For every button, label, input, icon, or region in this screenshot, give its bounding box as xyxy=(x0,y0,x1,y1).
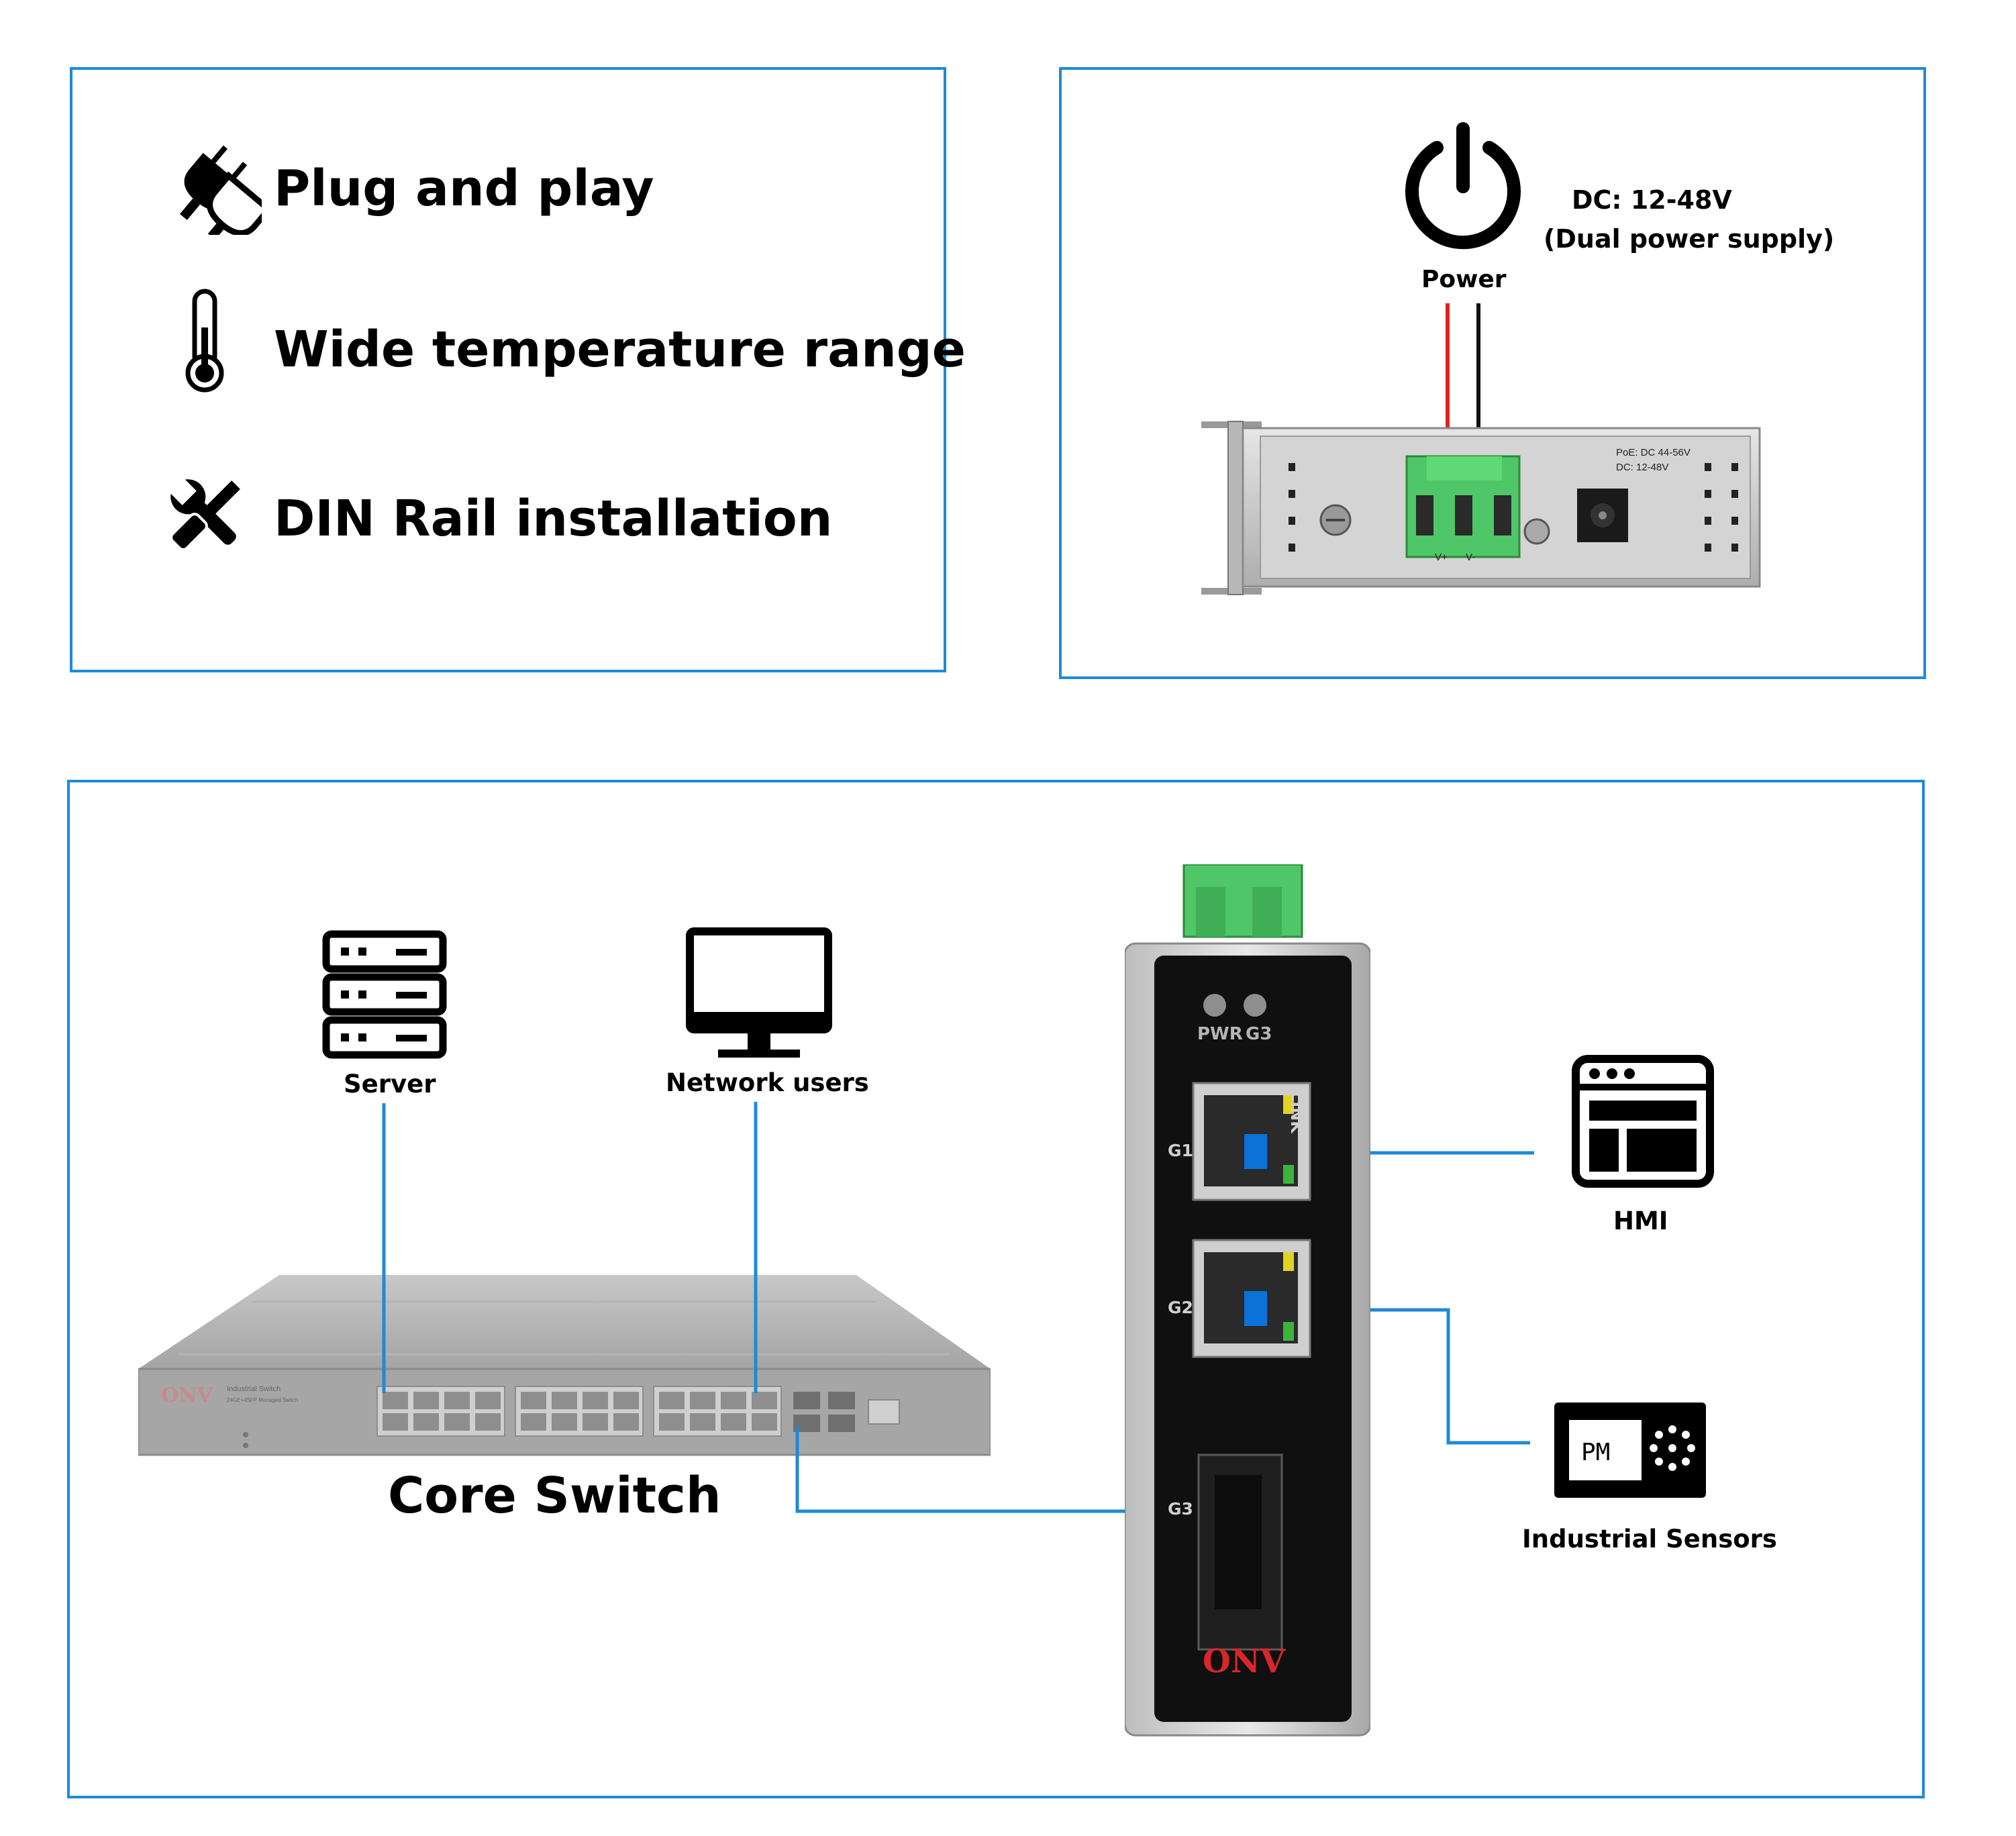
port-g3-label: G3 xyxy=(1168,1499,1193,1519)
label-poe: PoE: DC 44-56V xyxy=(1616,447,1691,458)
core-model: Industrial Switch xyxy=(227,1385,281,1393)
core-switch xyxy=(138,1275,991,1456)
power-voltage: DC: 12-48V xyxy=(1572,185,1732,215)
wire-black xyxy=(1476,303,1480,505)
port-g1-label: G1 xyxy=(1168,1141,1193,1160)
hmi-icon xyxy=(1572,1055,1714,1188)
port-g2-label: G2 xyxy=(1168,1298,1193,1317)
din-switch-front xyxy=(1125,864,1370,1737)
server-icon xyxy=(322,930,447,1059)
sensor-icon xyxy=(1554,1402,1706,1498)
din-switch-brand: ONV xyxy=(1203,1643,1285,1680)
led-g3-label: G3 xyxy=(1246,1024,1272,1044)
sensors-label: Industrial Sensors xyxy=(1522,1525,1777,1553)
hmi-label: HMI xyxy=(1613,1207,1668,1235)
feature-wide-temperature: Wide temperature range xyxy=(274,321,966,378)
server-label: Server xyxy=(344,1070,436,1099)
power-device-side xyxy=(1201,421,1761,595)
core-switch-label: Core Switch xyxy=(388,1467,721,1525)
led-pwr-label: PWR xyxy=(1197,1024,1243,1044)
tools-icon xyxy=(170,479,240,551)
thermometer-icon xyxy=(185,289,224,393)
power-title: Power xyxy=(1421,266,1507,293)
core-sub: 24GE+4SFP Managed Switch xyxy=(227,1397,299,1403)
plug-icon xyxy=(180,145,262,235)
label-vplus: V+ xyxy=(1435,552,1448,563)
sensor-display-text: PM xyxy=(1581,1439,1611,1466)
monitor-icon xyxy=(686,927,832,1058)
power-note: (Dual power supply) xyxy=(1544,224,1835,254)
power-icon xyxy=(1405,122,1521,250)
link-label: LINK xyxy=(1287,1091,1306,1133)
feature-plug-and-play: Plug and play xyxy=(274,160,654,217)
wire-red xyxy=(1446,303,1450,505)
label-dc: DC: 12-48V xyxy=(1616,462,1669,473)
feature-din-rail: DIN Rail installation xyxy=(274,490,833,548)
network-users-label: Network users xyxy=(666,1068,869,1097)
core-brand: ONV xyxy=(161,1384,213,1407)
label-vminus: V- xyxy=(1466,552,1476,563)
